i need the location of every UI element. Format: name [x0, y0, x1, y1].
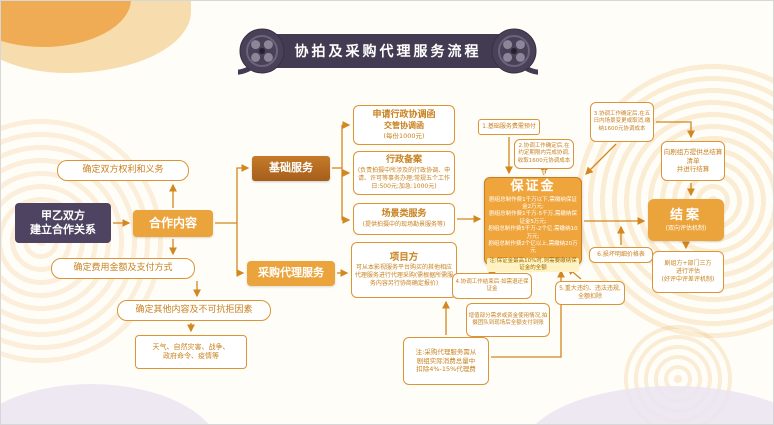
note-2-box: 2.协调工作确定后,在约定期限内完成协调,收取1600元协调成本	[514, 139, 574, 169]
note-5-box: 5.重大违约、违法违规,全额扣除	[555, 281, 625, 305]
scene-service-note: (提供拍摄中的现场勘景服务等)	[362, 220, 446, 228]
note-4-box: 4.协调工作结束后·如需退还保证金	[452, 273, 532, 299]
page-title: 协拍及采购代理服务流程	[294, 44, 482, 60]
swirl-decoration-bottom-right	[623, 324, 733, 424]
note-4b-box: 增值部分需求或资金使用情况,拍摄团队到现场后全额支付到账	[466, 303, 550, 337]
closing-subtitle: (双向评估机制)	[665, 224, 707, 232]
settlement-box: 向剧组方提供总结算清单 并进行结算	[661, 141, 725, 181]
agency-fee-note-box: 注:采购代理服务需从 剧组实际消费总量中 扣除4%-15%代理费	[403, 337, 489, 385]
deposit-box: (保障机制) 保证金 剧组总制作费1千万以下,需缴纳保证金2万元; 剧组总制作费…	[484, 170, 582, 273]
closing-box: 结案 (双向评估机制)	[648, 199, 724, 241]
evaluation-box: 剧组方+部门三方 进行评估 (好评中评差评机制)	[652, 251, 724, 293]
note-6-box: 6.损坏明细价格表	[589, 247, 653, 263]
closing-title: 结案	[669, 207, 702, 223]
corner-blob-orange	[1, 1, 131, 47]
admin-letter-line2: 交管协调函	[384, 121, 424, 131]
project-party-box: 项目方 可从本影视服务平台购买的其他相应代理服务进行代理采购(需根据所需服务内容…	[351, 242, 457, 298]
deposit-mechanism-label: (保障机制)	[518, 169, 548, 177]
wave-decoration-bottom-right	[523, 386, 773, 424]
cooperation-content-box: 合作内容	[133, 210, 213, 237]
deposit-rules: 剧组总制作费1千万以下,需缴纳保证金2万元; 剧组总制作费1千万-5千万,需缴纳…	[488, 196, 578, 255]
rights-obligations-box: 确定双方权利和义务	[57, 160, 189, 181]
admin-filing-box: 行政备案 (负责拍摄中所涉及的行政协调、申请、许可等事务办理;常规五个工作日:5…	[353, 151, 455, 195]
scene-service-title: 场景类服务	[381, 209, 427, 220]
basic-service-box: 基础服务	[252, 156, 330, 181]
film-strip-tail-right	[522, 64, 538, 75]
scene-service-box: 场景类服务 (提供拍摄中的现场勘景服务等)	[353, 203, 455, 235]
film-strip-tail-left	[238, 64, 254, 75]
other-terms-box: 确定其他内容及不可抗拒因素	[117, 300, 271, 321]
force-majeure-box: 天气、自然灾害、战争、 政府命令、疫情等	[135, 335, 247, 369]
note-3-box: 3.协调工作确定后,在五日内场景变更或取消,缴纳1600元协调成本	[590, 102, 654, 142]
wave-decoration-bottom-left	[1, 384, 221, 424]
payment-terms-box: 确定费用金额及支付方式	[51, 258, 195, 279]
admin-filing-note: (负责拍摄中所涉及的行政协调、申请、许可等事务办理;常规五个工作日:500元;加…	[357, 167, 451, 190]
procurement-service-box: 采购代理服务	[247, 261, 335, 286]
deposit-highlight-note: 注:保证金最高10%时,则需要缴纳保证金的全额	[487, 257, 579, 273]
project-party-note: 可从本影视服务平台购买的其他相应代理服务进行代理采购(需根据所需服务内容另行协商…	[354, 264, 454, 288]
corner-blob-light	[1, 1, 191, 73]
admin-letter-title: 申请行政协调函	[372, 109, 436, 120]
note-1-box: 1.基础服务费需预付	[478, 119, 540, 135]
deposit-title: 保证金	[510, 178, 556, 194]
admin-filing-title: 行政备案	[385, 155, 422, 166]
party-relationship-box: 甲乙双方 建立合作关系	[15, 203, 111, 243]
project-party-title: 项目方	[389, 252, 419, 264]
admin-letter-box: 申请行政协调函 交管协调函 (每份1000元)	[353, 105, 455, 145]
admin-letter-note: (每份1000元)	[383, 131, 425, 140]
